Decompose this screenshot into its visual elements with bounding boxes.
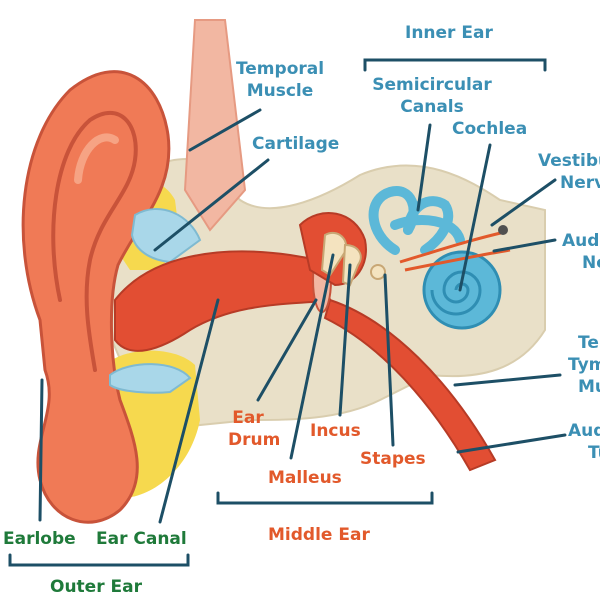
incus-shape [341, 243, 362, 287]
cochlea-spiral [430, 270, 482, 316]
pinna-inner-fold [51, 110, 138, 372]
brackets [8, 58, 547, 567]
earlobe-label: Earlobe [3, 529, 76, 549]
incus-label: Incus [310, 421, 361, 441]
ear-drum-label: Ear Drum [228, 407, 281, 451]
semicircular-canals-label-line-2: Canals [400, 97, 464, 117]
inner-ear-label: Inner Ear [405, 23, 493, 43]
auditory-tube-label-line-1: Auditory [568, 421, 600, 441]
cartilage-lower [109, 363, 192, 394]
auditory-tube-label: Auditory Tube [568, 420, 600, 464]
auditory-nerve-label-line-2: Nerve [582, 253, 600, 273]
malleus-label: Malleus [268, 468, 342, 488]
nerve-bundle [399, 230, 506, 264]
nerve-tip [498, 225, 508, 235]
auditory-nerve-label-line-1: Auditory [562, 231, 600, 251]
temporal-muscle-label: Temporal Muscle [230, 58, 330, 102]
semicircular-canals-label: Semicircular Canals [368, 74, 496, 118]
cartilage-label: Cartilage [252, 134, 340, 154]
stapes-label: Stapes [360, 449, 426, 469]
ear-canal-label: Ear Canal [96, 529, 187, 549]
ear-drum-label-line-2: Drum [228, 430, 281, 450]
middle-ear-label: Middle Ear [268, 525, 370, 545]
tensor-tympani-label: Tensor Tympani Muscle [568, 332, 600, 398]
inner-ear-bracket [363, 58, 547, 72]
cartilage-shape [130, 208, 202, 264]
auditory-nerve-label: Auditory Nerve [562, 230, 600, 274]
ear-canal-shape [114, 250, 332, 352]
tensor-tympani-label-line-3: Muscle [578, 377, 600, 397]
tensor-tympani-label-line-1: Tensor [578, 333, 600, 353]
nerve-bundle-2 [404, 248, 511, 272]
leader-lines [38, 108, 567, 524]
auditory-tube-label-line-2: Tube [588, 443, 600, 463]
vestibular-nerve-label-line-1: Vestibular [538, 151, 600, 171]
semicircular-canals-shape [368, 186, 465, 255]
vestibular-nerve-label-line-2: Nerve [560, 173, 600, 193]
middle-ear-bracket [216, 491, 434, 505]
stapes-shape [370, 264, 386, 280]
temporal-muscle [183, 19, 247, 232]
pinna-highlight [74, 133, 119, 184]
outer-ear-label: Outer Ear [50, 577, 142, 597]
outer-ear-bracket [8, 553, 190, 567]
temporal-muscle-label-line-2: Muscle [246, 81, 314, 101]
semicircular-canals-label-line-1: Semicircular [372, 75, 492, 95]
temporal-muscle-label-line-1: Temporal [235, 59, 325, 79]
ear-drum-label-line-1: Ear [232, 408, 264, 428]
vestibular-nerve-label: Vestibular Nerve [538, 150, 600, 194]
cochlea-label: Cochlea [452, 119, 528, 139]
tensor-tympani-label-line-2: Tympani [568, 355, 600, 375]
